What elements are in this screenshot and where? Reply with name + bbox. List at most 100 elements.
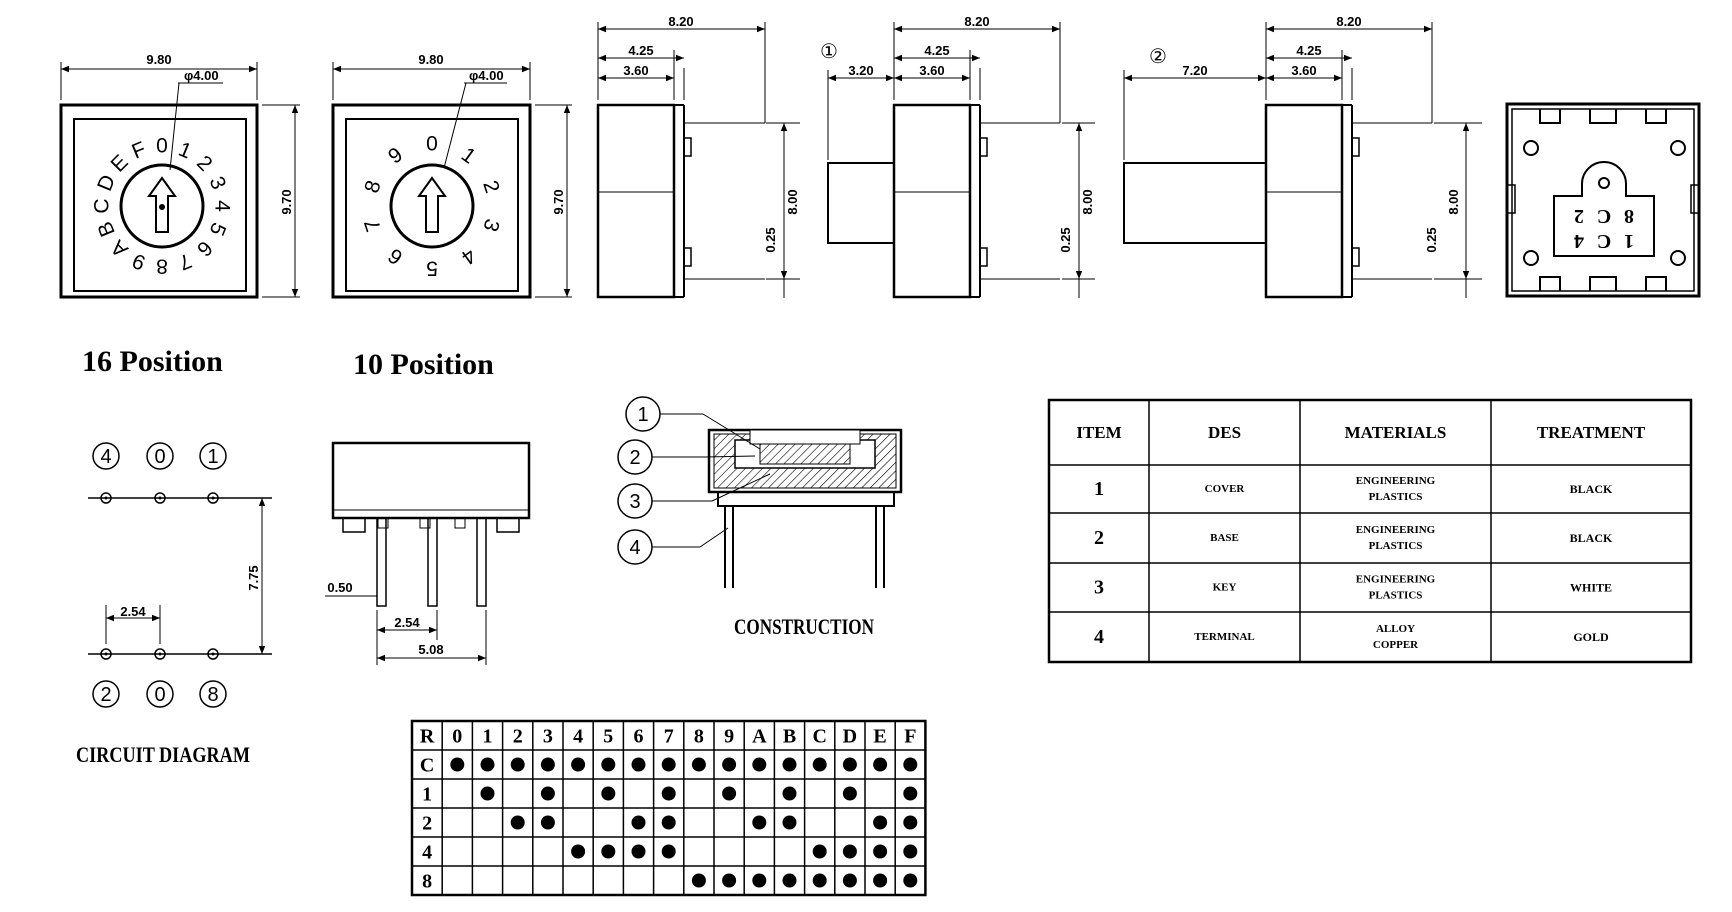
dial-position-label: B: [93, 218, 120, 240]
table-cell-material: PLASTICS: [1369, 491, 1423, 503]
table-cell-material: ENGINEERING: [1356, 524, 1436, 536]
truth-table-dot: [752, 757, 767, 772]
circuit-diagram: [88, 497, 272, 655]
truth-table-dot: [752, 873, 767, 888]
table-cell-item: 4: [1094, 626, 1104, 648]
table-cell-treatment: BLACK: [1570, 531, 1613, 545]
pin-label-circle: [92, 680, 120, 708]
truth-table-dot: [661, 786, 676, 801]
dial-position-label: A: [107, 235, 133, 261]
dial-position-label: 9: [129, 249, 149, 275]
truth-table-dot: [903, 873, 918, 888]
truth-table-dot: [903, 786, 918, 801]
truth-table-dot: [873, 757, 888, 772]
truth-table-dot: [812, 844, 827, 859]
truth-table-row-label: 4: [422, 842, 432, 864]
dim-pin-width: 0.50: [327, 580, 352, 595]
top-view-16-position: [59, 62, 300, 299]
dial-knob-16: [119, 163, 205, 249]
truth-table-dot: [722, 757, 737, 772]
table-cell-item: 3: [1094, 577, 1104, 599]
pin-pad: [207, 492, 219, 504]
table-cell-des: BASE: [1210, 532, 1239, 544]
pin-pad-center: [104, 652, 108, 656]
dial-position-label: 1: [457, 143, 480, 168]
pin-label: 8: [207, 684, 218, 706]
dim-800-a: 8.00: [785, 189, 800, 214]
table-header-cell: MATERIALS: [1345, 423, 1447, 442]
bottom-view: [1505, 102, 1701, 298]
dial-position-label: 5: [205, 219, 231, 239]
table-cell-treatment: WHITE: [1570, 581, 1612, 595]
truth-table-header-cell: F: [904, 726, 916, 748]
truth-table-header-cell: R: [420, 726, 435, 748]
dim-360-b: 3.60: [919, 63, 944, 78]
pin-label: 0: [154, 446, 165, 468]
pin-pad-center: [158, 496, 162, 500]
pin-label-circle: [146, 442, 174, 470]
truth-table-dot: [782, 786, 797, 801]
pin-pad: [207, 648, 219, 660]
dial-position-label: 4: [457, 243, 480, 269]
table-border: [1047, 398, 1693, 664]
dim-row-spacing: 7.75: [246, 565, 261, 590]
dim-425-c: 4.25: [1296, 43, 1321, 58]
dial-position-label: 0: [426, 133, 438, 156]
caption-10-position: 10 Position: [353, 348, 494, 381]
dial-position-label: 1: [175, 138, 195, 164]
dim-320: 3.20: [848, 63, 873, 78]
table-cell-material: COPPER: [1373, 639, 1419, 651]
dim-height-16: 9.70: [279, 189, 294, 214]
truth-table-header-cell: 5: [603, 726, 613, 748]
dial-position-label: E: [107, 151, 133, 177]
truth-table-dot: [601, 844, 616, 859]
pin-pad: [100, 648, 112, 660]
dial-position-label: 5: [426, 257, 438, 280]
truth-table-dot: [601, 757, 616, 772]
pin-pad-center: [211, 652, 215, 656]
truth-table-header-cell: D: [843, 726, 857, 748]
dial-position-label: D: [93, 172, 120, 195]
truth-table-dot: [903, 844, 918, 859]
dim-width-10: 9.80: [418, 52, 443, 67]
truth-table-dot: [571, 757, 586, 772]
truth-table-dot: [722, 786, 737, 801]
table-cell-des: KEY: [1213, 582, 1237, 594]
pin-label: 0: [154, 684, 165, 706]
table-cell-treatment: GOLD: [1573, 630, 1609, 644]
truth-table-dot: [601, 786, 616, 801]
truth-table-dot: [812, 873, 827, 888]
truth-table-dot: [782, 815, 797, 830]
callout-number: 3: [629, 491, 640, 513]
truth-table-dot: [571, 844, 586, 859]
truth-table-row-label: 8: [422, 871, 432, 893]
pin-label-circle: [146, 680, 174, 708]
callout-number: 2: [629, 447, 640, 469]
table-cell-material: PLASTICS: [1369, 590, 1423, 602]
pin-pad: [100, 492, 112, 504]
caption-16-position: 16 Position: [82, 345, 223, 378]
variant-mark-1: ①: [820, 41, 838, 63]
truth-table-dot: [631, 844, 646, 859]
dial-position-label: 4: [211, 200, 234, 212]
truth-table-dot: [842, 844, 857, 859]
truth-table-dot: [661, 815, 676, 830]
pin-pad-center: [158, 652, 162, 656]
truth-table-header-cell: 9: [724, 726, 734, 748]
variant-mark-2: ②: [1149, 46, 1167, 68]
callout-number: 4: [629, 537, 640, 559]
truth-table-dot: [722, 873, 737, 888]
table-cell-item: 1: [1094, 478, 1104, 500]
dial-position-label: F: [129, 138, 150, 164]
dim-knob-diameter-16: φ4.00: [184, 68, 219, 83]
table-cell-item: 2: [1094, 527, 1104, 549]
bottom-pin-label: 1: [1624, 230, 1634, 252]
truth-table-dot: [661, 757, 676, 772]
dim-pin-span: 5.08: [418, 642, 443, 657]
dim-025-b: 0.25: [1058, 227, 1073, 252]
dim-depth-c: 8.20: [1336, 14, 1361, 29]
